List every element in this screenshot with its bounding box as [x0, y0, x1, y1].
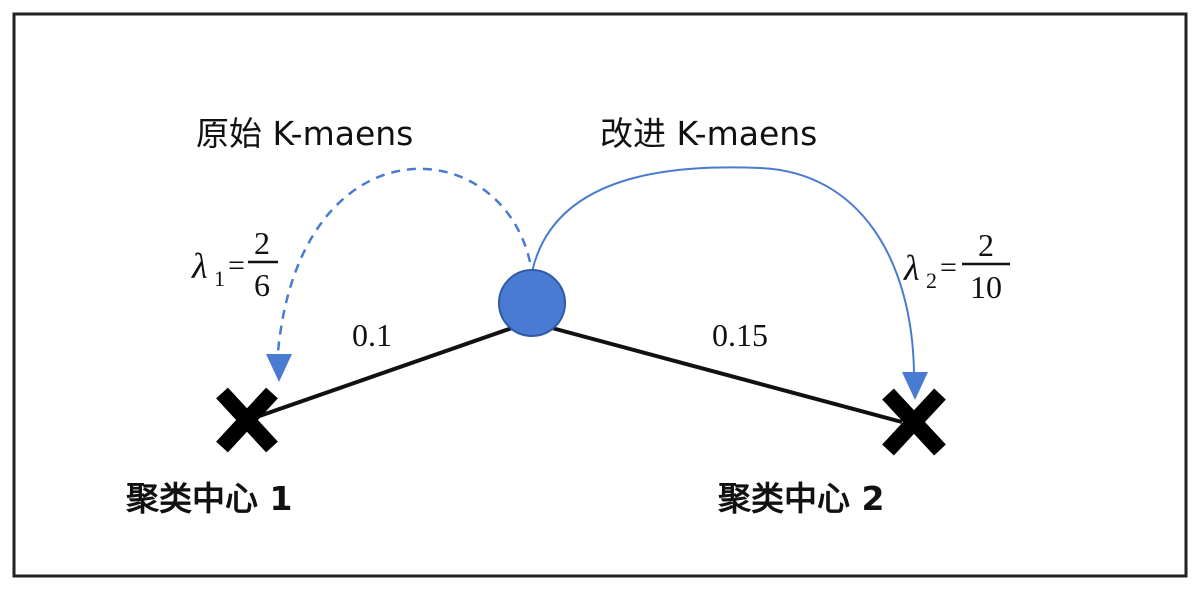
- lambda-2-denominator: 10: [970, 269, 1002, 305]
- distance-left-label: 0.1: [352, 317, 392, 353]
- lambda-2-equals: =: [940, 251, 957, 284]
- original-arrowhead: [266, 354, 292, 382]
- edge-to-center-1: [247, 326, 513, 422]
- original-kmeans-label: 原始 K-maens: [196, 114, 413, 153]
- lambda-1-formula: λ 1 = 2 6: [191, 225, 278, 303]
- lambda-2-subscript: 2: [926, 268, 937, 293]
- edge-to-center-2: [551, 326, 903, 424]
- improved-assignment-arrow: [531, 166, 915, 373]
- cluster-center-1-label: 聚类中心 1: [125, 479, 292, 518]
- data-point: [498, 269, 566, 337]
- lambda-1-symbol: λ: [191, 246, 208, 286]
- diagram-frame: [12, 12, 1188, 578]
- cluster-center-2-mark: [882, 388, 946, 456]
- original-assignment-arrow: [276, 167, 532, 353]
- improved-arrowhead: [902, 372, 928, 400]
- lambda-2-formula: λ 2 = 2 10: [903, 227, 1010, 305]
- lambda-1-equals: =: [228, 249, 245, 282]
- cluster-center-1-mark: [216, 387, 278, 453]
- lambda-2-symbol: λ: [903, 248, 920, 288]
- lambda-1-numerator: 2: [254, 225, 270, 261]
- lambda-2-numerator: 2: [978, 227, 994, 263]
- lambda-1-subscript: 1: [214, 266, 225, 291]
- lambda-1-denominator: 6: [254, 267, 270, 303]
- improved-kmeans-label: 改进 K-maens: [600, 114, 817, 153]
- cluster-center-2-label: 聚类中心 2: [717, 479, 884, 518]
- distance-right-label: 0.15: [712, 317, 768, 353]
